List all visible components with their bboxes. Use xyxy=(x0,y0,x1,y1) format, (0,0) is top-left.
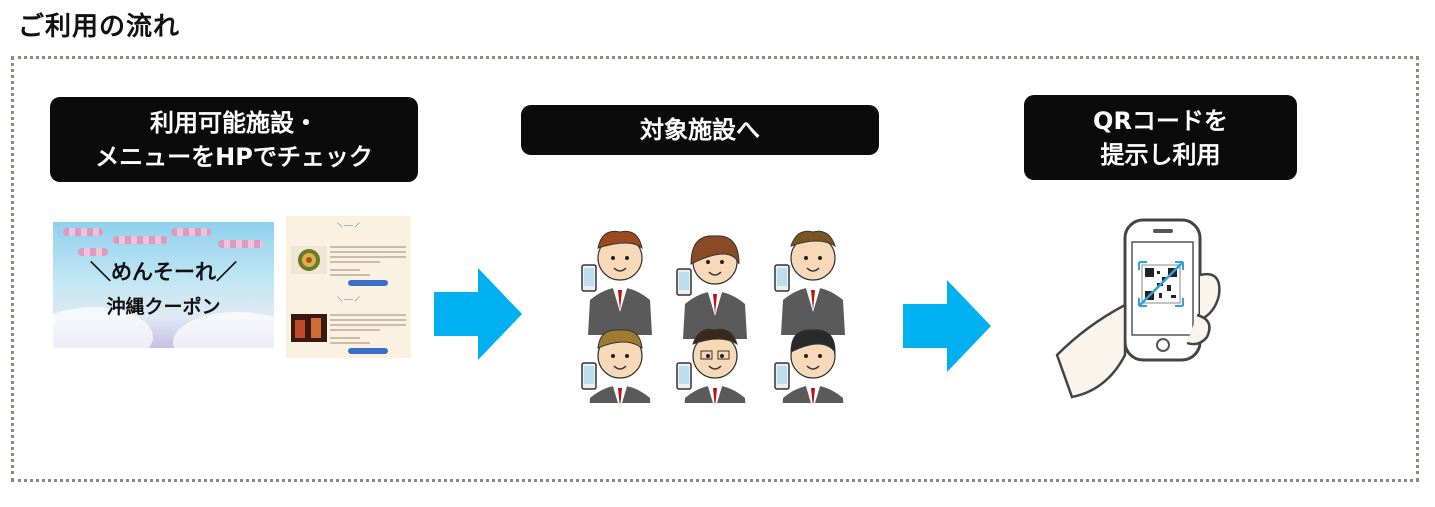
listing-thumbnail-2 xyxy=(291,314,327,342)
listing-detail-button-1 xyxy=(348,280,388,286)
step-1-label: 利用可能施設・ メニューをHPでチェック xyxy=(50,97,418,182)
step-1-label-line-1: 利用可能施設・ xyxy=(150,108,318,137)
hand-holding-phone-qr-illustration xyxy=(1055,218,1221,399)
qr-code-icon xyxy=(1138,261,1184,307)
facility-listing-preview: ＼ ─── ／ ＼ ─── ／ xyxy=(286,216,411,358)
banner-title: 沖縄クーポン xyxy=(106,296,221,318)
step-2-label: 対象施設へ xyxy=(521,105,879,155)
listing-thumbnail-1 xyxy=(291,246,327,274)
page-title: ご利用の流れ xyxy=(18,12,181,42)
listing-detail-button-2 xyxy=(348,348,388,354)
step-2-label-line-1: 対象施設へ xyxy=(640,116,760,144)
step-3-label: QRコードを 提示し利用 xyxy=(1024,95,1297,180)
flow-frame xyxy=(11,56,1419,482)
listing-section-header: ＼ ─── ／ xyxy=(337,223,360,229)
step-3-label-line-1: QRコードを xyxy=(1093,106,1228,135)
step-1-label-line-2: メニューをHPでチェック xyxy=(95,142,373,171)
arrow-right-icon xyxy=(434,268,522,360)
banner-tagline: ＼めんそーれ／ xyxy=(90,260,237,284)
arrow-right-icon xyxy=(903,280,991,372)
coupon-banner: ＼めんそーれ／ 沖縄クーポン xyxy=(53,222,274,348)
people-with-smartphones-illustration xyxy=(581,230,846,403)
listing-section-header-2: ＼ ─── ／ xyxy=(337,297,360,303)
step-3-label-line-2: 提示し利用 xyxy=(1100,140,1221,169)
